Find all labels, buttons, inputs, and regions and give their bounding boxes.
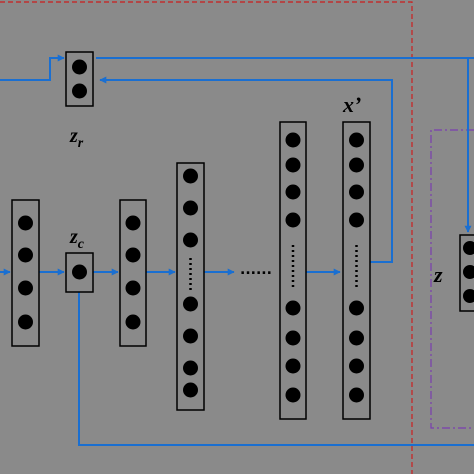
hidden-layer-1-node [125,247,141,263]
hidden-layer-n-node [285,300,301,316]
hidden-layer-2-node [183,168,198,184]
output-layer-x-prime-node [349,184,364,200]
hidden-layer-2-node [183,382,198,398]
input-layer-node [18,314,33,330]
hidden-layer-1 [119,199,147,347]
hidden-layer-n-node [285,387,301,403]
layers [11,51,474,420]
hidden-layer-1-node [125,314,141,330]
hidden-layer-n-node [285,330,301,346]
z-layer-node [463,241,474,255]
horizontal-ellipsis: ...... [240,262,272,278]
arrow-x-prime-to-z-r [99,76,393,263]
output-layer-x-prime-node [349,157,364,173]
z-r-label: zr [69,125,84,151]
z-r-layer-node [72,59,87,75]
z-layer-node [463,289,474,303]
arrow-z-r-to-z [96,57,474,232]
output-layer-x-prime-node [349,358,364,374]
z-label: z [433,262,443,287]
z-c-layer-node [72,264,87,280]
x-prime-label: x’ [342,92,361,117]
output-layer-x-prime-node [349,330,364,346]
z-layer [459,234,474,312]
hidden-layer-n-node [285,212,301,228]
input-layer-node [18,215,33,231]
hidden-layer-n-node [285,358,301,374]
z-r-layer [65,51,94,107]
hidden-layer-n [279,121,307,420]
hidden-layer-2-node [183,200,198,216]
z-c-label: zc [69,226,85,252]
input-layer-node [18,247,33,263]
hidden-layer-n-node [285,132,301,148]
output-layer-x-prime-node [349,387,364,403]
output-layer-x-prime [342,121,371,420]
output-layer-x-prime-node [349,300,364,316]
hidden-layer-n-node [285,157,301,173]
hidden-layer-2 [176,162,205,411]
arrow-into-z-r [0,54,65,81]
hidden-layer-2-node [183,360,198,376]
z-c-layer [65,252,94,293]
z-layer-node [463,265,474,279]
output-layer-x-prime-node [349,132,364,148]
input-layer-node [18,280,33,296]
input-layer [11,199,40,347]
hidden-layer-2-node [183,328,198,344]
purple-dashdot-region [430,129,474,429]
hidden-layer-2-node [183,232,198,248]
hidden-layer-1-node [125,280,141,296]
hidden-layer-2-node [183,296,198,312]
hidden-layer-n-node [285,184,301,200]
z-r-layer-node [72,83,87,99]
hidden-layer-1-node [125,215,141,231]
arrow-z-c-to-z [78,292,474,446]
red-dashed-region [0,1,413,474]
output-layer-x-prime-node [349,212,364,228]
